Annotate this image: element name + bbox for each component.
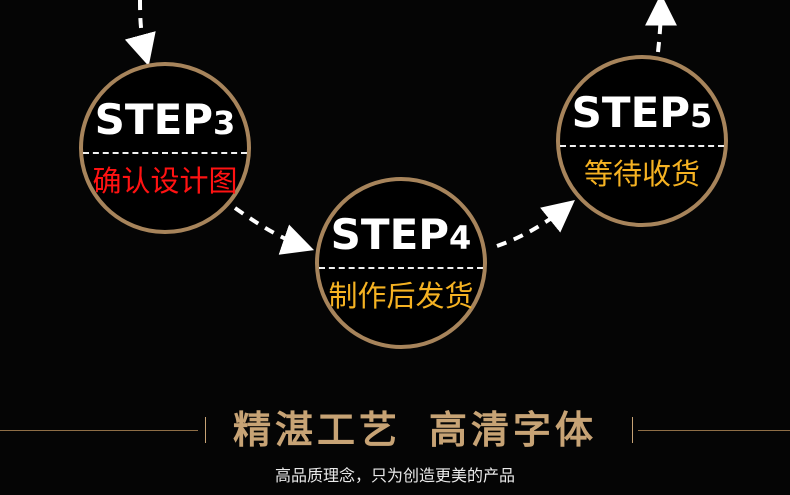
step-4-circle: STEP4 制作后发货 (315, 177, 487, 349)
step-5-divider (560, 145, 724, 147)
right-title-rule (638, 430, 790, 431)
step-4-title: STEP4 (319, 211, 483, 262)
left-title-rule (0, 430, 198, 431)
section-title: 精湛工艺高清字体 (210, 407, 620, 453)
tagline: 高品质理念，只为创造更美的产品 (274, 466, 515, 485)
step-4-label: STEP (330, 210, 450, 259)
step-3-label: STEP (94, 95, 214, 144)
step-3-number: 3 (213, 104, 236, 142)
arrow-step3-to-step4-icon (233, 206, 315, 255)
step-4-subtitle: 制作后发货 (328, 279, 474, 313)
step-5-title: STEP5 (560, 89, 724, 140)
step-3-divider (83, 152, 247, 154)
step-4-number: 4 (449, 219, 472, 257)
step-4-divider (319, 267, 483, 269)
step-5-label: STEP (571, 88, 691, 137)
right-title-tick (632, 417, 633, 443)
step-5-number: 5 (690, 97, 713, 135)
left-title-tick (205, 417, 206, 443)
arrow-out-step5-icon (644, 0, 677, 53)
step-5-circle: STEP5 等待收货 (556, 55, 728, 227)
section-title-right: 高清字体 (429, 408, 598, 452)
section-title-left: 精湛工艺 (232, 408, 401, 452)
arrow-into-step3-icon (124, 0, 156, 67)
step-3-title: STEP3 (83, 96, 247, 147)
arrow-step4-to-step5-icon (496, 199, 575, 248)
step-3-circle: STEP3 确认设计图 (79, 62, 251, 234)
step-5-subtitle: 等待收货 (583, 157, 700, 191)
step-3-subtitle: 确认设计图 (92, 164, 238, 198)
